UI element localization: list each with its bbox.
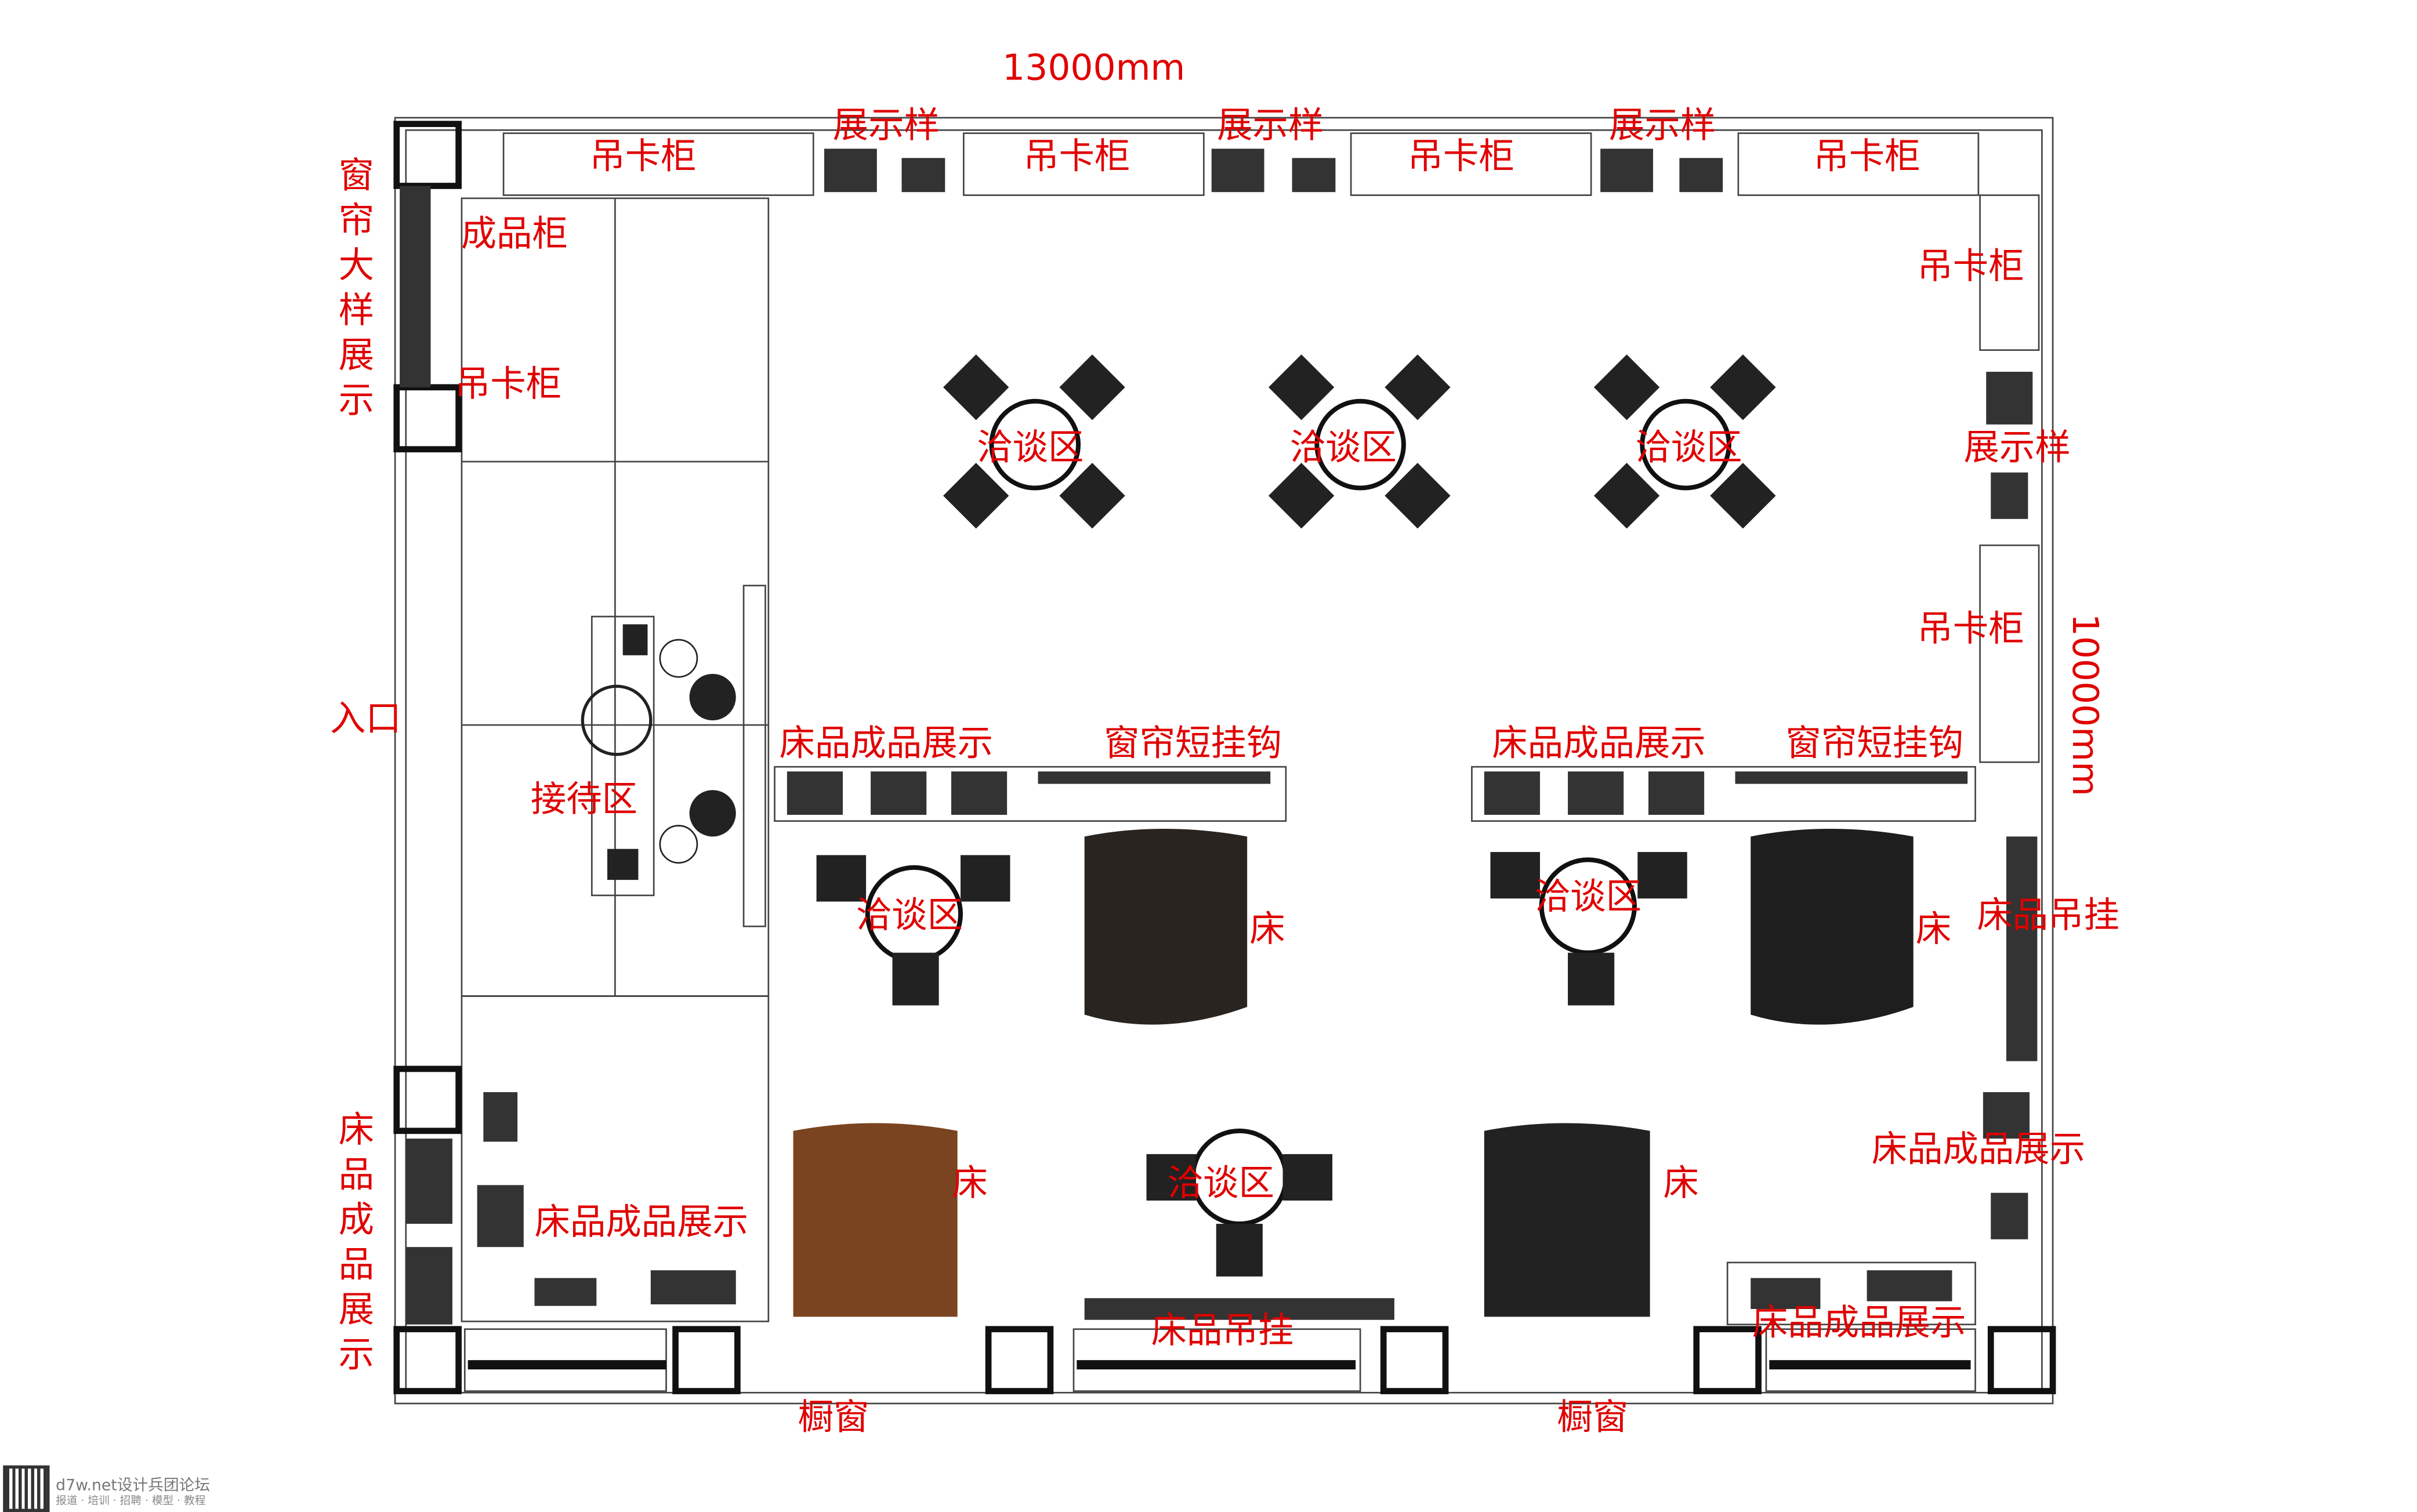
negotiation-area-label: 洽谈区 <box>1635 428 1742 469</box>
height-dimension: 10000mm <box>2063 613 2104 796</box>
outer-wall <box>394 117 2054 1405</box>
display-sample-label: 展示样 <box>1963 428 2071 469</box>
hanging-cabinet <box>1737 132 1980 196</box>
bedding-display-label: 床品成品展示 <box>534 1203 749 1243</box>
hanging-cabinet <box>1979 194 2040 351</box>
hanging-cabinet <box>1350 132 1592 196</box>
display-sample-label: 展示样 <box>1608 106 1716 147</box>
bed-label: 床 <box>952 1164 988 1205</box>
entrance-label: 入口 <box>329 699 401 740</box>
watermark-subtitle: 报道 · 培训 · 招聘 · 模型 · 教程 <box>56 1495 206 1507</box>
shop-window-label: 橱窗 <box>798 1398 869 1439</box>
bedding-display-label: 床品成品展示 <box>1752 1303 1966 1344</box>
bedding-display-label: 床品成品展示 <box>1492 724 1706 765</box>
bedding-display-shelf <box>1471 766 1976 822</box>
display-samples <box>400 148 2038 1325</box>
display-sample-label: 展示样 <box>832 106 940 147</box>
hanging-cabinet <box>963 132 1205 196</box>
finished-cabinet-label: 成品柜 <box>461 214 568 255</box>
shop-window-label: 橱窗 <box>1557 1398 1629 1439</box>
hanging-cabinet-label: 吊卡柜 <box>1023 137 1130 177</box>
bedding-display-label: 床品成品展示 <box>338 1111 375 1376</box>
negotiation-area-label: 洽谈区 <box>1167 1164 1274 1205</box>
width-dimension: 13000mm <box>1002 49 1186 89</box>
bed-label: 床 <box>1249 910 1285 951</box>
bedding-hanging-label: 床品吊挂 <box>1151 1311 1294 1352</box>
hanging-cabinet <box>1979 544 2040 763</box>
negotiation-area-label: 洽谈区 <box>856 896 963 937</box>
qr-code-icon <box>3 1465 50 1512</box>
negotiation-area-label: 洽谈区 <box>1534 878 1641 918</box>
hanging-cabinet-label: 吊卡柜 <box>454 365 562 405</box>
bedding-display-label: 床品成品展示 <box>1871 1130 2086 1170</box>
hanging-cabinet-label: 吊卡柜 <box>1407 137 1514 177</box>
hanging-cabinet-label: 吊卡柜 <box>1917 610 2024 650</box>
watermark-title: d7w.net设计兵团论坛 <box>56 1478 211 1495</box>
reception-plants <box>581 639 736 864</box>
bed-label: 床 <box>1663 1164 1699 1205</box>
curtain-hook-label: 窗帘短挂钩 <box>1104 724 1282 765</box>
negotiation-area-label: 洽谈区 <box>977 428 1084 469</box>
bedding-display-label: 床品成品展示 <box>779 724 994 765</box>
bedding-display-shelf <box>774 766 1287 822</box>
display-sample-label: 展示样 <box>1217 106 1324 147</box>
bed-label: 床 <box>1915 910 1952 951</box>
curtain-hook-label: 窗帘短挂钩 <box>1785 724 1964 765</box>
beds <box>793 828 1914 1317</box>
reception-label: 接待区 <box>530 779 638 821</box>
negotiation-area-label: 洽谈区 <box>1289 428 1397 469</box>
hanging-cabinet-label: 吊卡柜 <box>589 137 697 177</box>
hanging-cabinet-label: 吊卡柜 <box>1813 137 1920 177</box>
curtain-sample-label: 窗帘大样展示 <box>338 156 375 422</box>
hanging-cabinet-label: 吊卡柜 <box>1917 247 2024 288</box>
hanging-cabinet <box>502 132 814 196</box>
bedding-hanging-label: 床品吊挂 <box>1977 896 2119 937</box>
